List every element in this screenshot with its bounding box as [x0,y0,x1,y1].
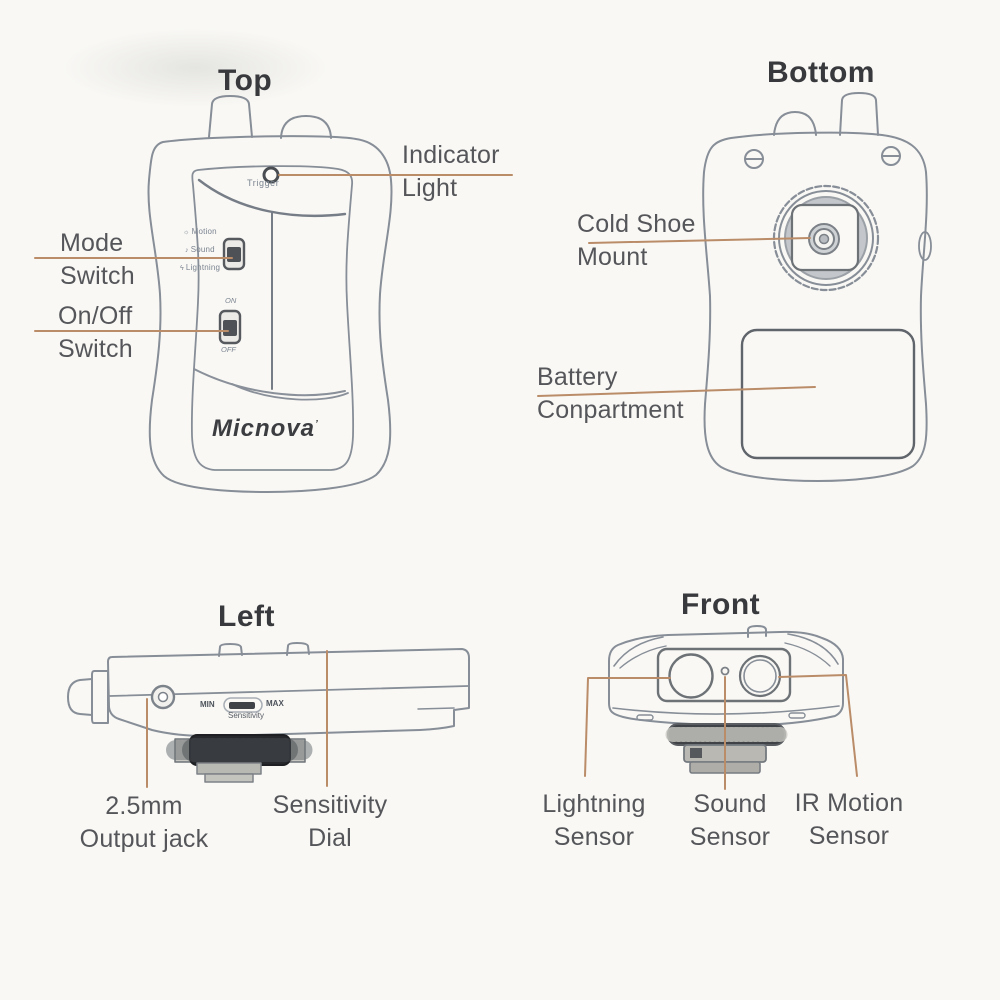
lightning-sensor-drawing [668,653,714,699]
bottom-body-outline [702,131,928,482]
leader-line [537,386,816,397]
label-output-jack: 2.5mm Output jack [64,790,224,856]
left-view-drawing [67,642,470,783]
screw-icon [881,146,901,166]
label-line: Dial [308,824,352,852]
label-line: Conpartment [537,396,684,424]
label-line: Switch [60,262,135,290]
label-line: Sensor [553,823,635,851]
corner-wedge [784,642,831,667]
top-cylinder-bump [208,95,253,138]
motion-icon: ☼ [183,229,190,236]
label-line: IR Motion [794,789,904,817]
corner-wedge [619,645,667,669]
sound-icon: ♪ [185,247,189,254]
corner-wedge [613,636,664,667]
front-view-title: Front [681,588,761,621]
sensitivity-slider-drawing [223,697,263,713]
left-view-title: Left [218,600,275,633]
off-marking: OFF [221,345,236,354]
output-jack-drawing [67,670,176,724]
label-line: Sensor [689,823,771,851]
label-line: Mode [60,229,124,257]
mode-option-label: Lightning [185,263,221,272]
label-indicator-light: Indicator Light [402,139,500,205]
label-ir-motion-sensor: IR Motion Sensor [780,787,918,853]
min-marking: MIN [200,700,215,709]
mode-option-label: Motion [191,227,217,236]
leader-lines [34,174,858,790]
front-top-tab [747,625,767,638]
bottom-dome-bump [773,111,817,136]
max-marking: MAX [266,699,284,708]
panel-crease-arc [197,178,347,217]
micnova-logo: Micnova’ [212,415,318,443]
mode-switch-drawing [222,237,246,271]
label-sound-sensor: Sound Sensor [668,788,792,854]
on-off-switch-drawing [218,309,242,345]
top-tab [218,643,243,657]
leader-line [588,237,811,244]
panel-lower-arc-1 [193,368,346,397]
ir-motion-sensor-inner-ring [743,659,777,693]
leader-line [584,677,671,777]
left-notch-line [417,707,455,710]
label-on-off-switch: On/Off Switch [58,300,133,366]
label-line: Battery [537,363,618,391]
on-marking: ON [225,296,237,305]
panel-lower-arc-2 [231,383,349,401]
cold-shoe-mount-drawing [772,184,880,292]
battery-compartment-drawing [740,328,916,460]
lightning-icon: ϟ [180,265,184,272]
label-line: Sound [693,790,767,818]
side-button-bump [918,231,932,261]
front-dial-drawing [665,723,788,746]
top-tab [286,642,310,656]
label-line: 2.5mm [105,792,183,820]
label-sensitivity-dial: Sensitivity Dial [250,789,410,855]
label-line: Mount [577,243,648,271]
sensitivity-marking: Sensitivity [227,711,264,720]
leader-line [778,674,858,777]
top-body-outline [147,135,393,493]
mode-option-sound: ♪Sound [185,245,215,254]
label-line: Lightning [542,790,646,818]
trigger-marking: Trigger [247,178,280,188]
logo-trademark: ’ [315,419,318,430]
bottom-slot [636,714,654,721]
bottom-slot [788,712,806,719]
top-panel-outline [190,165,355,471]
logo-text: Micnova [212,415,316,442]
label-line: Indicator [402,141,500,169]
label-battery-compartment: Battery Conpartment [537,361,684,427]
sensitivity-dial-drawing [166,734,314,783]
label-cold-shoe-mount: Cold Shoe Mount [577,208,696,274]
top-dome-bump [280,115,332,139]
top-view-title: Top [218,64,273,97]
sound-sensor-dot [720,666,730,676]
bottom-view-drawing [702,92,932,482]
label-line: Switch [58,335,133,363]
screw-icon [744,149,764,169]
label-line: Sensitivity [272,791,388,819]
bottom-cylinder-bump [839,92,879,136]
label-lightning-sensor: Lightning Sensor [528,788,660,854]
label-mode-switch: Mode Switch [60,227,135,293]
label-line: Sensor [808,822,890,850]
label-line: Light [402,174,458,202]
label-line: Output jack [79,825,209,853]
bottom-view-title: Bottom [767,56,875,89]
front-body-outline [608,630,844,727]
label-line: Cold Shoe [577,210,696,238]
mode-option-label: Sound [190,245,215,254]
corner-wedge [787,633,839,665]
label-line: On/Off [58,302,133,330]
ir-motion-sensor-drawing [738,654,782,698]
mode-option-motion: ☼Motion [183,227,217,236]
